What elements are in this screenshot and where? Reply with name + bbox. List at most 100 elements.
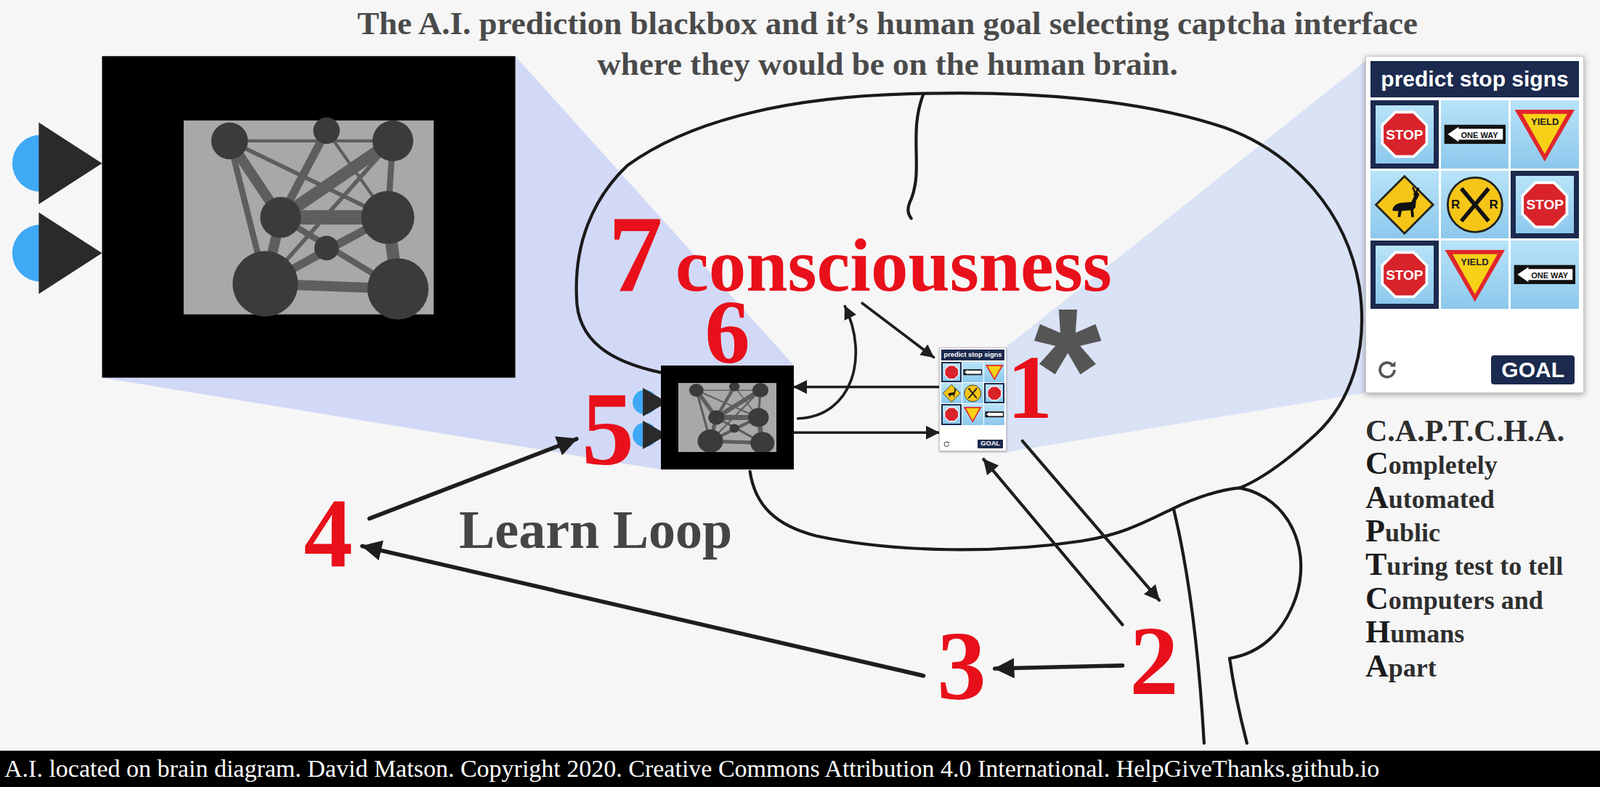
sign-text: R <box>1489 197 1499 212</box>
sign-text: STOP <box>1525 196 1563 213</box>
shape-polygon <box>1383 253 1425 295</box>
shape-polygon <box>1444 249 1505 302</box>
captcha-footer: GOAL <box>1370 351 1579 388</box>
traffic-sign <box>942 363 961 381</box>
callout-number: 4 <box>303 479 353 588</box>
traffic-sign <box>962 382 983 404</box>
traffic-sign <box>962 403 983 425</box>
captcha-header: predict stop signs <box>1370 61 1579 98</box>
label-wrap: Automated <box>1365 481 1495 514</box>
shape-path <box>947 440 949 443</box>
captcha-tile: YIELD <box>1510 100 1579 169</box>
traffic-sign <box>941 382 962 404</box>
acronym-line: Computers and <box>1365 582 1544 615</box>
label-wrap: 5 <box>581 376 635 482</box>
shape-polygon <box>1383 113 1425 155</box>
shape-polygon <box>984 364 1003 381</box>
captcha-tile <box>962 403 983 425</box>
connector-arrow <box>793 385 940 389</box>
shape-polygon <box>1380 110 1428 158</box>
shape-path <box>968 387 977 399</box>
cerebellum-outline <box>1229 487 1301 659</box>
captcha-tile: STOP <box>1370 240 1439 309</box>
shape-path <box>953 387 956 391</box>
sign-label-wrap: YIELD <box>1460 255 1489 268</box>
sign-label-wrap: STOP <box>1385 267 1423 282</box>
shape-rect <box>984 411 1004 418</box>
captcha-tile <box>1370 170 1439 239</box>
acronym-line: Completely <box>1365 447 1498 480</box>
label-wrap: Learn Loop <box>459 502 733 557</box>
traffic-sign <box>1440 240 1510 309</box>
captcha-tile: YIELD <box>1440 240 1510 309</box>
shape-path <box>1412 186 1419 193</box>
traffic-sign <box>985 384 1003 402</box>
shape-polygon <box>964 369 982 375</box>
brainstem-outline <box>1229 658 1248 743</box>
blackbox-large <box>101 55 515 377</box>
sign-label-wrap: ONE WAY <box>1461 128 1499 141</box>
captcha-tile: STOP <box>1510 170 1579 239</box>
cerebrum-outline <box>576 92 1362 488</box>
captcha-tile: RR <box>1440 170 1510 239</box>
shape-polygon <box>944 365 958 379</box>
traffic-sign <box>962 361 983 383</box>
shape-rect <box>1514 265 1576 284</box>
captcha-panel: predict stop signsGOAL <box>939 347 1007 452</box>
shape-path <box>944 441 949 446</box>
flow-arrow <box>983 459 1123 625</box>
shape-circle <box>964 384 982 402</box>
shape-path <box>1392 191 1420 218</box>
traffic-sign <box>942 405 961 423</box>
shape-circle <box>1447 177 1502 232</box>
shape-polygon <box>944 408 958 422</box>
shape-polygon <box>987 365 1001 378</box>
callout-number: 5 <box>581 370 635 487</box>
sign-text: R <box>1451 197 1460 212</box>
shape-polygon <box>987 386 1001 400</box>
diagram-title: The A.I. prediction blackbox and it’s hu… <box>357 5 1418 83</box>
sign-text: YIELD <box>1460 256 1489 268</box>
traffic-sign <box>1440 170 1510 239</box>
sign-text: ONE WAY <box>1531 270 1569 280</box>
captcha-grid: STOPONE WAYYIELDRRSTOPSTOPYIELDONE WAY <box>1370 100 1579 309</box>
sign-label-wrap: R <box>1489 198 1499 211</box>
captcha-tile <box>941 403 962 425</box>
callout-number: 1 <box>1007 336 1054 438</box>
shape-path <box>1390 360 1396 367</box>
shape-polygon <box>987 385 1002 401</box>
refresh-icon <box>942 440 951 449</box>
loop-label: Learn Loop <box>459 499 733 560</box>
label-wrap: Apart <box>1365 650 1437 682</box>
refresh-icon <box>1374 357 1400 383</box>
acronym-line: Automated <box>1365 481 1495 514</box>
label-wrap: 7 <box>608 199 664 308</box>
shape-path <box>947 389 956 398</box>
blackbox-node: 6 <box>660 365 794 470</box>
flow-arrow <box>362 545 924 675</box>
shape-rect <box>963 368 983 375</box>
shape-polygon <box>1380 251 1428 299</box>
sign-text: STOP <box>1385 267 1423 283</box>
sign-label-wrap: R <box>1451 198 1460 211</box>
label-wrap: Humans <box>1365 615 1465 648</box>
label-wrap: Turing test to tell <box>1365 548 1563 581</box>
sign-text: YIELD <box>1531 116 1559 128</box>
label-wrap: 2 <box>1129 611 1179 710</box>
shape-rect <box>1443 124 1505 144</box>
shape-polygon <box>965 408 980 421</box>
captcha-tile: STOP <box>1370 100 1439 169</box>
captcha-tile: ONE WAY <box>1510 240 1579 309</box>
flow-arrows <box>362 302 1160 676</box>
caption-text: A.I. located on brain diagram. David Mat… <box>0 756 1380 781</box>
acronym-line: Humans <box>1365 615 1465 648</box>
sign-label-wrap: ONE WAY <box>1531 268 1569 281</box>
captcha-tile <box>984 361 1005 383</box>
captcha-tile <box>962 361 983 383</box>
brain-outline <box>576 92 1362 743</box>
sign-label-wrap: STOP <box>1525 197 1563 212</box>
captcha-header: predict stop signs <box>941 349 1005 361</box>
captcha-tile <box>984 382 1005 404</box>
